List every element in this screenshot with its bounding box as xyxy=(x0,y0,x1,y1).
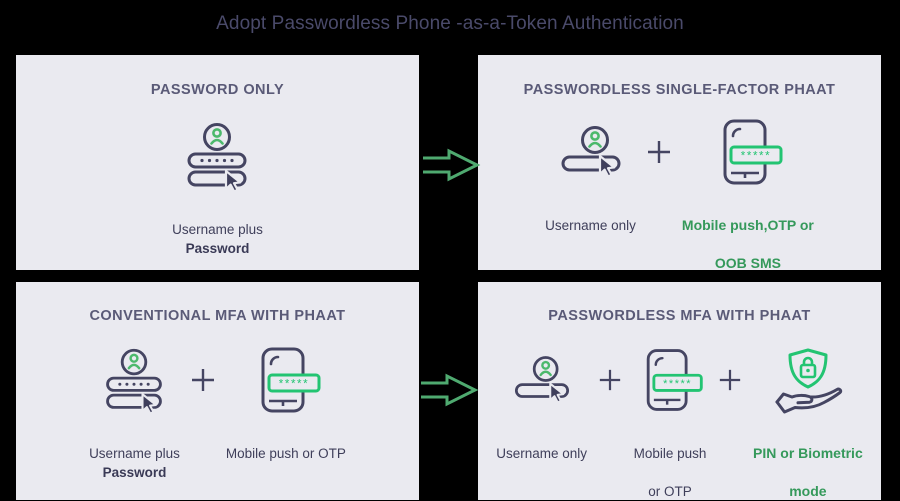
hand-shield-lock-icon xyxy=(771,344,845,416)
item-caption: PIN or Biometric mode xyxy=(753,425,863,501)
caption-line-2: or OTP xyxy=(648,484,692,499)
panel-heading: PASSWORDLESS SINGLE-FACTOR PHAAT xyxy=(523,82,836,98)
item-mobile-push-otp: ***** Mobile push or OTP xyxy=(226,344,346,463)
panel-items: Username plus Password xyxy=(16,344,419,501)
item-username-only: Username only xyxy=(545,116,636,235)
panel-items: Username only ***** xyxy=(478,116,881,273)
item-caption: Mobile push or OTP xyxy=(634,425,707,501)
panel-items: Username only ***** xyxy=(478,344,881,501)
panel-passwordless-single-factor: PASSWORDLESS SINGLE-FACTOR PHAAT Usernam… xyxy=(478,55,881,273)
username-only-icon xyxy=(555,116,627,188)
caption-line-2: Password xyxy=(185,241,250,256)
plus-icon xyxy=(587,344,633,416)
item-pin-biometric: PIN or Biometric mode xyxy=(753,344,863,501)
caption-line-1: Username plus xyxy=(172,222,263,237)
phone-otp-icon: ***** xyxy=(709,116,787,188)
username-only-icon xyxy=(509,344,575,416)
panel-heading: PASSWORD ONLY xyxy=(150,82,285,98)
item-mobile-push-otp: ***** Mobile push or OTP xyxy=(633,344,707,501)
login-password-icon xyxy=(181,120,253,192)
panel-heading: PASSWORDLESS MFA WITH PHAAT xyxy=(548,308,811,324)
panel-heading: CONVENTIONAL MFA WITH PHAAT xyxy=(89,308,346,324)
svg-text:*****: ***** xyxy=(279,379,309,391)
caption-line-1: Username plus xyxy=(89,446,180,461)
plus-icon xyxy=(636,116,682,188)
item-caption: Username only xyxy=(545,197,636,235)
item-caption: Username plus Password xyxy=(172,201,263,277)
item-mobile-push-otp: ***** Mobile push,OTP or OOB SMS xyxy=(682,116,814,273)
caption-line-1: PIN or Biometric xyxy=(753,445,863,461)
page-title: Adopt Passwordless Phone -as-a-Token Aut… xyxy=(216,13,684,34)
phone-otp-icon: ***** xyxy=(247,344,325,416)
svg-text:*****: ***** xyxy=(663,378,692,390)
item-caption: Username plus Password xyxy=(89,425,180,501)
svg-text:*****: ***** xyxy=(741,151,771,163)
item-username-password: Username plus Password xyxy=(172,120,263,277)
panel-items: Username plus Password xyxy=(16,120,419,277)
item-caption: Mobile push,OTP or OOB SMS xyxy=(682,197,814,273)
item-username-password: Username plus Password xyxy=(89,344,180,501)
caption-line-1: Mobile push xyxy=(633,446,707,461)
plus-icon xyxy=(180,344,226,416)
arrow-right-icon-bottom xyxy=(417,370,481,410)
item-caption: Mobile push or OTP xyxy=(226,425,346,463)
caption-line-1: Mobile push,OTP or xyxy=(681,217,814,233)
login-password-icon xyxy=(100,344,168,416)
panel-passwordless-mfa: PASSWORDLESS MFA WITH PHAAT Username onl… xyxy=(478,282,881,500)
caption-line-1: Mobile push or OTP xyxy=(225,446,346,461)
caption-line-2: Password xyxy=(102,465,167,480)
plus-icon xyxy=(707,344,753,416)
caption-line-2: mode xyxy=(789,483,827,499)
caption-line-1: Username only xyxy=(496,446,588,461)
item-username-only: Username only xyxy=(496,344,587,463)
caption-line-1: Username only xyxy=(545,218,636,233)
arrow-right-icon-top xyxy=(419,145,483,185)
panel-password-only: PASSWORD ONLY xyxy=(16,55,419,270)
panel-conventional-mfa: CONVENTIONAL MFA WITH PHAAT xyxy=(16,282,419,500)
phone-otp-icon: ***** xyxy=(633,344,707,416)
item-caption: Username only xyxy=(496,425,587,463)
caption-line-2: OOB SMS xyxy=(714,255,781,271)
